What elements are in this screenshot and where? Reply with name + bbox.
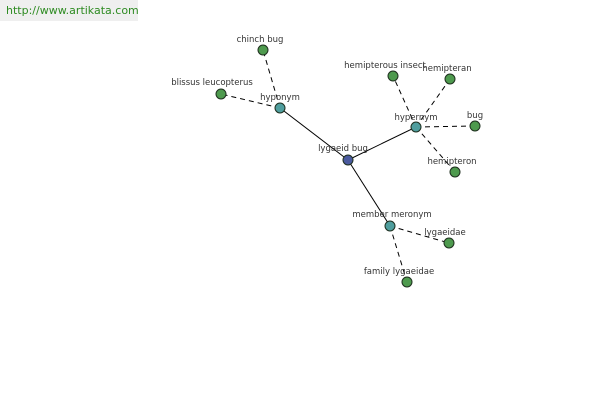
node-family-lygaeidae[interactable] <box>401 276 413 288</box>
node-label-lygaeidae: lygaeidae <box>424 228 465 238</box>
node-lygaeidae[interactable] <box>443 237 455 249</box>
node-label-chinch-bug: chinch bug <box>237 35 284 45</box>
edge-member-meronym-to-lygaeidae <box>389 225 450 244</box>
node-hypernym[interactable] <box>410 121 422 133</box>
edge-hypernym-to-hemipterous-insect <box>392 75 417 128</box>
node-label-hyponym: hyponym <box>260 93 300 103</box>
edge-hypernym-to-hemipteron <box>415 126 456 173</box>
edges-layer <box>220 49 476 283</box>
edge-hyponym-to-blissus <box>220 93 281 109</box>
labels-layer: lygaeid bug hyponym hypernym member meronym… <box>171 35 483 277</box>
edge-hypernym-to-hemipteran <box>415 78 451 128</box>
edge-root-to-hyponym <box>279 107 349 161</box>
edge-root-to-hypernym <box>347 126 417 161</box>
node-blissus[interactable] <box>215 88 227 100</box>
node-label-family-lygaeidae: family lygaeidae <box>364 267 434 277</box>
source-url-banner: http://www.artikata.com <box>0 0 139 21</box>
edge-root-to-member-meronym <box>347 159 391 227</box>
node-label-member-meronym: member meronym <box>352 210 431 220</box>
node-label-hypernym: hypernym <box>394 113 437 123</box>
node-label-hemipterous-insect: hemipterous insect <box>344 61 426 71</box>
node-hemipteron[interactable] <box>449 166 461 178</box>
node-hemipterous-insect[interactable] <box>387 70 399 82</box>
node-member-meronym[interactable] <box>384 220 396 232</box>
node-label-root: lygaeid bug <box>318 144 368 154</box>
node-label-blissus: blissus leucopterus <box>171 78 253 88</box>
node-hemipteran[interactable] <box>444 73 456 85</box>
nodes-layer <box>215 44 481 288</box>
node-chinch-bug[interactable] <box>257 44 269 56</box>
node-hyponym[interactable] <box>274 102 286 114</box>
node-label-hemipteran: hemipteran <box>422 64 471 74</box>
edge-hypernym-to-bug <box>415 125 476 128</box>
node-root[interactable] <box>342 154 354 166</box>
node-bug[interactable] <box>469 120 481 132</box>
edge-hyponym-to-chinch-bug <box>262 49 281 109</box>
node-label-bug: bug <box>467 111 483 121</box>
node-label-hemipteron: hemipteron <box>427 157 476 167</box>
edge-member-meronym-to-family-lygaeidae <box>389 225 408 283</box>
